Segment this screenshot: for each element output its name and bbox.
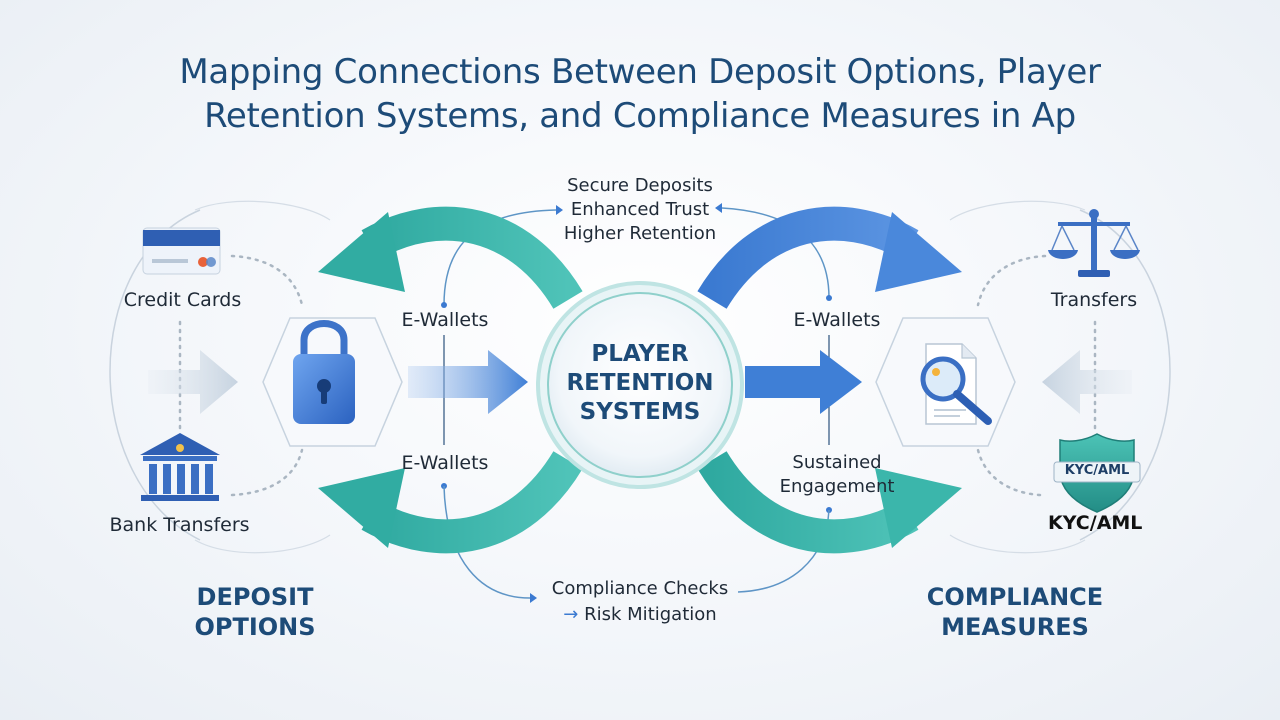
right-outer-arc — [1079, 209, 1171, 541]
blue-arc-top-right — [697, 206, 919, 310]
sustained-line-2: Engagement — [779, 476, 895, 497]
right-entry-arrow — [1042, 350, 1132, 414]
ewallets-right-top-label: E-Wallets — [793, 309, 881, 331]
kyc-aml-label: KYC/AML — [1048, 512, 1143, 534]
teal-arc-bottom-left — [361, 450, 583, 554]
shield-icon — [1053, 433, 1141, 513]
top-benefits-box: Secure Deposits Enhanced Trust Higher Re… — [540, 174, 740, 246]
page-title: Mapping Connections Between Deposit Opti… — [0, 50, 1280, 138]
left-entry-arrow — [148, 350, 238, 414]
credit-card-icon — [142, 227, 221, 275]
transfers-label: Transfers — [1050, 289, 1138, 311]
bottom-box-line-2: Risk Mitigation — [584, 604, 717, 625]
teal-arc-bottom-right — [697, 450, 919, 554]
title-line-2: Retention Systems, and Compliance Measur… — [204, 96, 1076, 136]
center-circle — [547, 292, 733, 478]
bank-transfers-label: Bank Transfers — [109, 514, 250, 536]
compliance-measures-heading: COMPLIANCE MEASURES — [900, 582, 1130, 642]
center-line-3: SYSTEMS — [579, 399, 701, 425]
sustained-line-1: Sustained — [792, 452, 882, 473]
right-mid-arrow — [745, 350, 862, 414]
center-line-2: RETENTION — [566, 370, 714, 396]
bottom-compliance-box: Compliance Checks → Risk Mitigation — [530, 576, 750, 628]
document-search-icon — [920, 343, 992, 425]
teal-arc-top-left — [361, 206, 583, 310]
deposit-line-1: DEPOSIT — [196, 583, 314, 611]
center-node-label: PLAYER RETENTION SYSTEMS — [540, 340, 740, 427]
kyc-badge-text: KYC/AML — [1064, 463, 1130, 478]
bank-icon — [140, 433, 220, 501]
title-line-1: Mapping Connections Between Deposit Opti… — [179, 52, 1101, 92]
top-box-line-3: Higher Retention — [563, 223, 717, 244]
sustained-engagement-label: Sustained Engagement — [762, 451, 912, 499]
top-box-line-2: Enhanced Trust — [570, 199, 710, 220]
compliance-line-1: COMPLIANCE — [926, 583, 1104, 611]
ewallets-left-bottom-label: E-Wallets — [401, 452, 489, 474]
ewallets-left-top-label: E-Wallets — [401, 309, 489, 331]
right-arrow-icon: → — [563, 604, 579, 625]
bottom-box-line-2-row: → Risk Mitigation — [530, 602, 750, 628]
left-mid-arrow — [408, 350, 528, 414]
credit-cards-label: Credit Cards — [123, 289, 242, 311]
top-box-line-1: Secure Deposits — [567, 175, 713, 196]
scales-icon — [1048, 209, 1140, 277]
deposit-options-heading: DEPOSIT OPTIONS — [150, 582, 360, 642]
center-line-1: PLAYER — [591, 341, 689, 367]
bottom-box-line-1: Compliance Checks — [551, 578, 729, 599]
padlock-icon — [293, 320, 355, 424]
deposit-line-2: OPTIONS — [194, 613, 316, 641]
compliance-line-2: MEASURES — [941, 613, 1089, 641]
